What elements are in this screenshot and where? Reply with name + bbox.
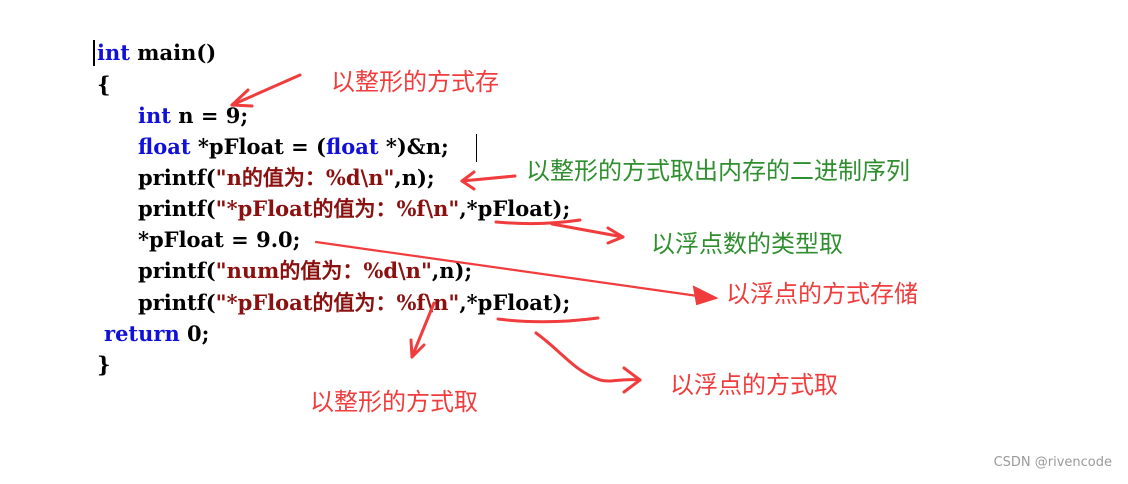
code-text: n = 9; <box>170 103 249 128</box>
code-text: ,*pFloat); <box>459 290 571 315</box>
code-text: 0; <box>179 321 210 346</box>
code-text: printf( <box>138 165 216 190</box>
code-text: main() <box>129 40 217 65</box>
arrow-to-printf-n <box>460 174 517 183</box>
code-line-float-pointer: float *pFloat = (float *)&n; <box>138 132 449 162</box>
text-cursor <box>476 134 477 162</box>
wavy-arrow-float-read <box>534 331 642 383</box>
code-line-close-brace: } <box>97 350 111 380</box>
string-literal: "n的值为：%d\n" <box>215 165 395 190</box>
annotation-float-read: 以浮点的方式取 <box>670 371 838 399</box>
string-literal: "*pFloat的值为：%f\n" <box>215 290 460 315</box>
arrow-from-format-head <box>409 338 426 359</box>
arrow-to-store-float <box>314 240 714 300</box>
keyword-return: return <box>104 321 180 346</box>
code-line-int-n: int n = 9; <box>138 101 248 131</box>
code-text: } <box>97 352 111 377</box>
arrow-to-type-label <box>550 222 625 239</box>
arrow-to-int-n <box>230 73 302 107</box>
code-line-assign-float: *pFloat = 9.0; <box>138 225 300 255</box>
watermark: CSDN @rivencode <box>993 455 1112 470</box>
keyword-float: float <box>138 134 191 159</box>
keyword-int: int <box>138 103 171 128</box>
string-literal: "num的值为：%d\n" <box>215 258 432 283</box>
annotation-float-type-read: 以浮点数的类型取 <box>651 230 843 258</box>
code-text: *)&n; <box>378 134 449 159</box>
code-text: ,*pFloat); <box>459 196 571 221</box>
arrow-to-int-n-head <box>230 88 254 108</box>
arrow-to-type-label-head <box>606 226 625 245</box>
code-text: printf( <box>138 258 216 283</box>
code-text: *pFloat = 9.0; <box>138 227 301 252</box>
keyword-float: float <box>325 134 379 159</box>
code-text: { <box>97 72 111 97</box>
code-line-main: int main() <box>97 38 216 68</box>
code-text: ,n); <box>394 165 435 190</box>
code-line-printf-n: printf("n的值为：%d\n",n); <box>138 163 435 193</box>
arrow-from-format <box>410 301 436 359</box>
annotation-int-store: 以整形的方式存 <box>331 68 499 96</box>
code-text: *pFloat = ( <box>190 134 326 159</box>
annotation-float-store: 以浮点的方式存储 <box>726 280 918 308</box>
wavy-arrow-float-read-head <box>622 366 642 394</box>
code-line-open-brace: { <box>97 70 111 100</box>
arrow-to-printf-n-head <box>460 170 476 191</box>
annotation-int-read: 以整形的方式取 <box>310 388 478 416</box>
underline-pfloat-2 <box>496 316 600 324</box>
code-line-printf-pfloat: printf("*pFloat的值为：%f\n",*pFloat); <box>138 194 570 224</box>
code-line-printf-pfloat-2: printf("*pFloat的值为：%f\n",*pFloat); <box>138 288 570 318</box>
underline-pfloat-1 <box>494 218 582 226</box>
code-line-return: return 0; <box>104 319 209 349</box>
code-text: printf( <box>138 196 216 221</box>
line-start-marker <box>93 40 95 66</box>
string-literal: "*pFloat的值为：%f\n" <box>215 196 460 221</box>
keyword-int: int <box>97 40 130 65</box>
arrow-to-store-float-head <box>692 285 719 306</box>
annotation-int-read-binary: 以整形的方式取出内存的二进制序列 <box>526 157 910 185</box>
code-text: printf( <box>138 290 216 315</box>
